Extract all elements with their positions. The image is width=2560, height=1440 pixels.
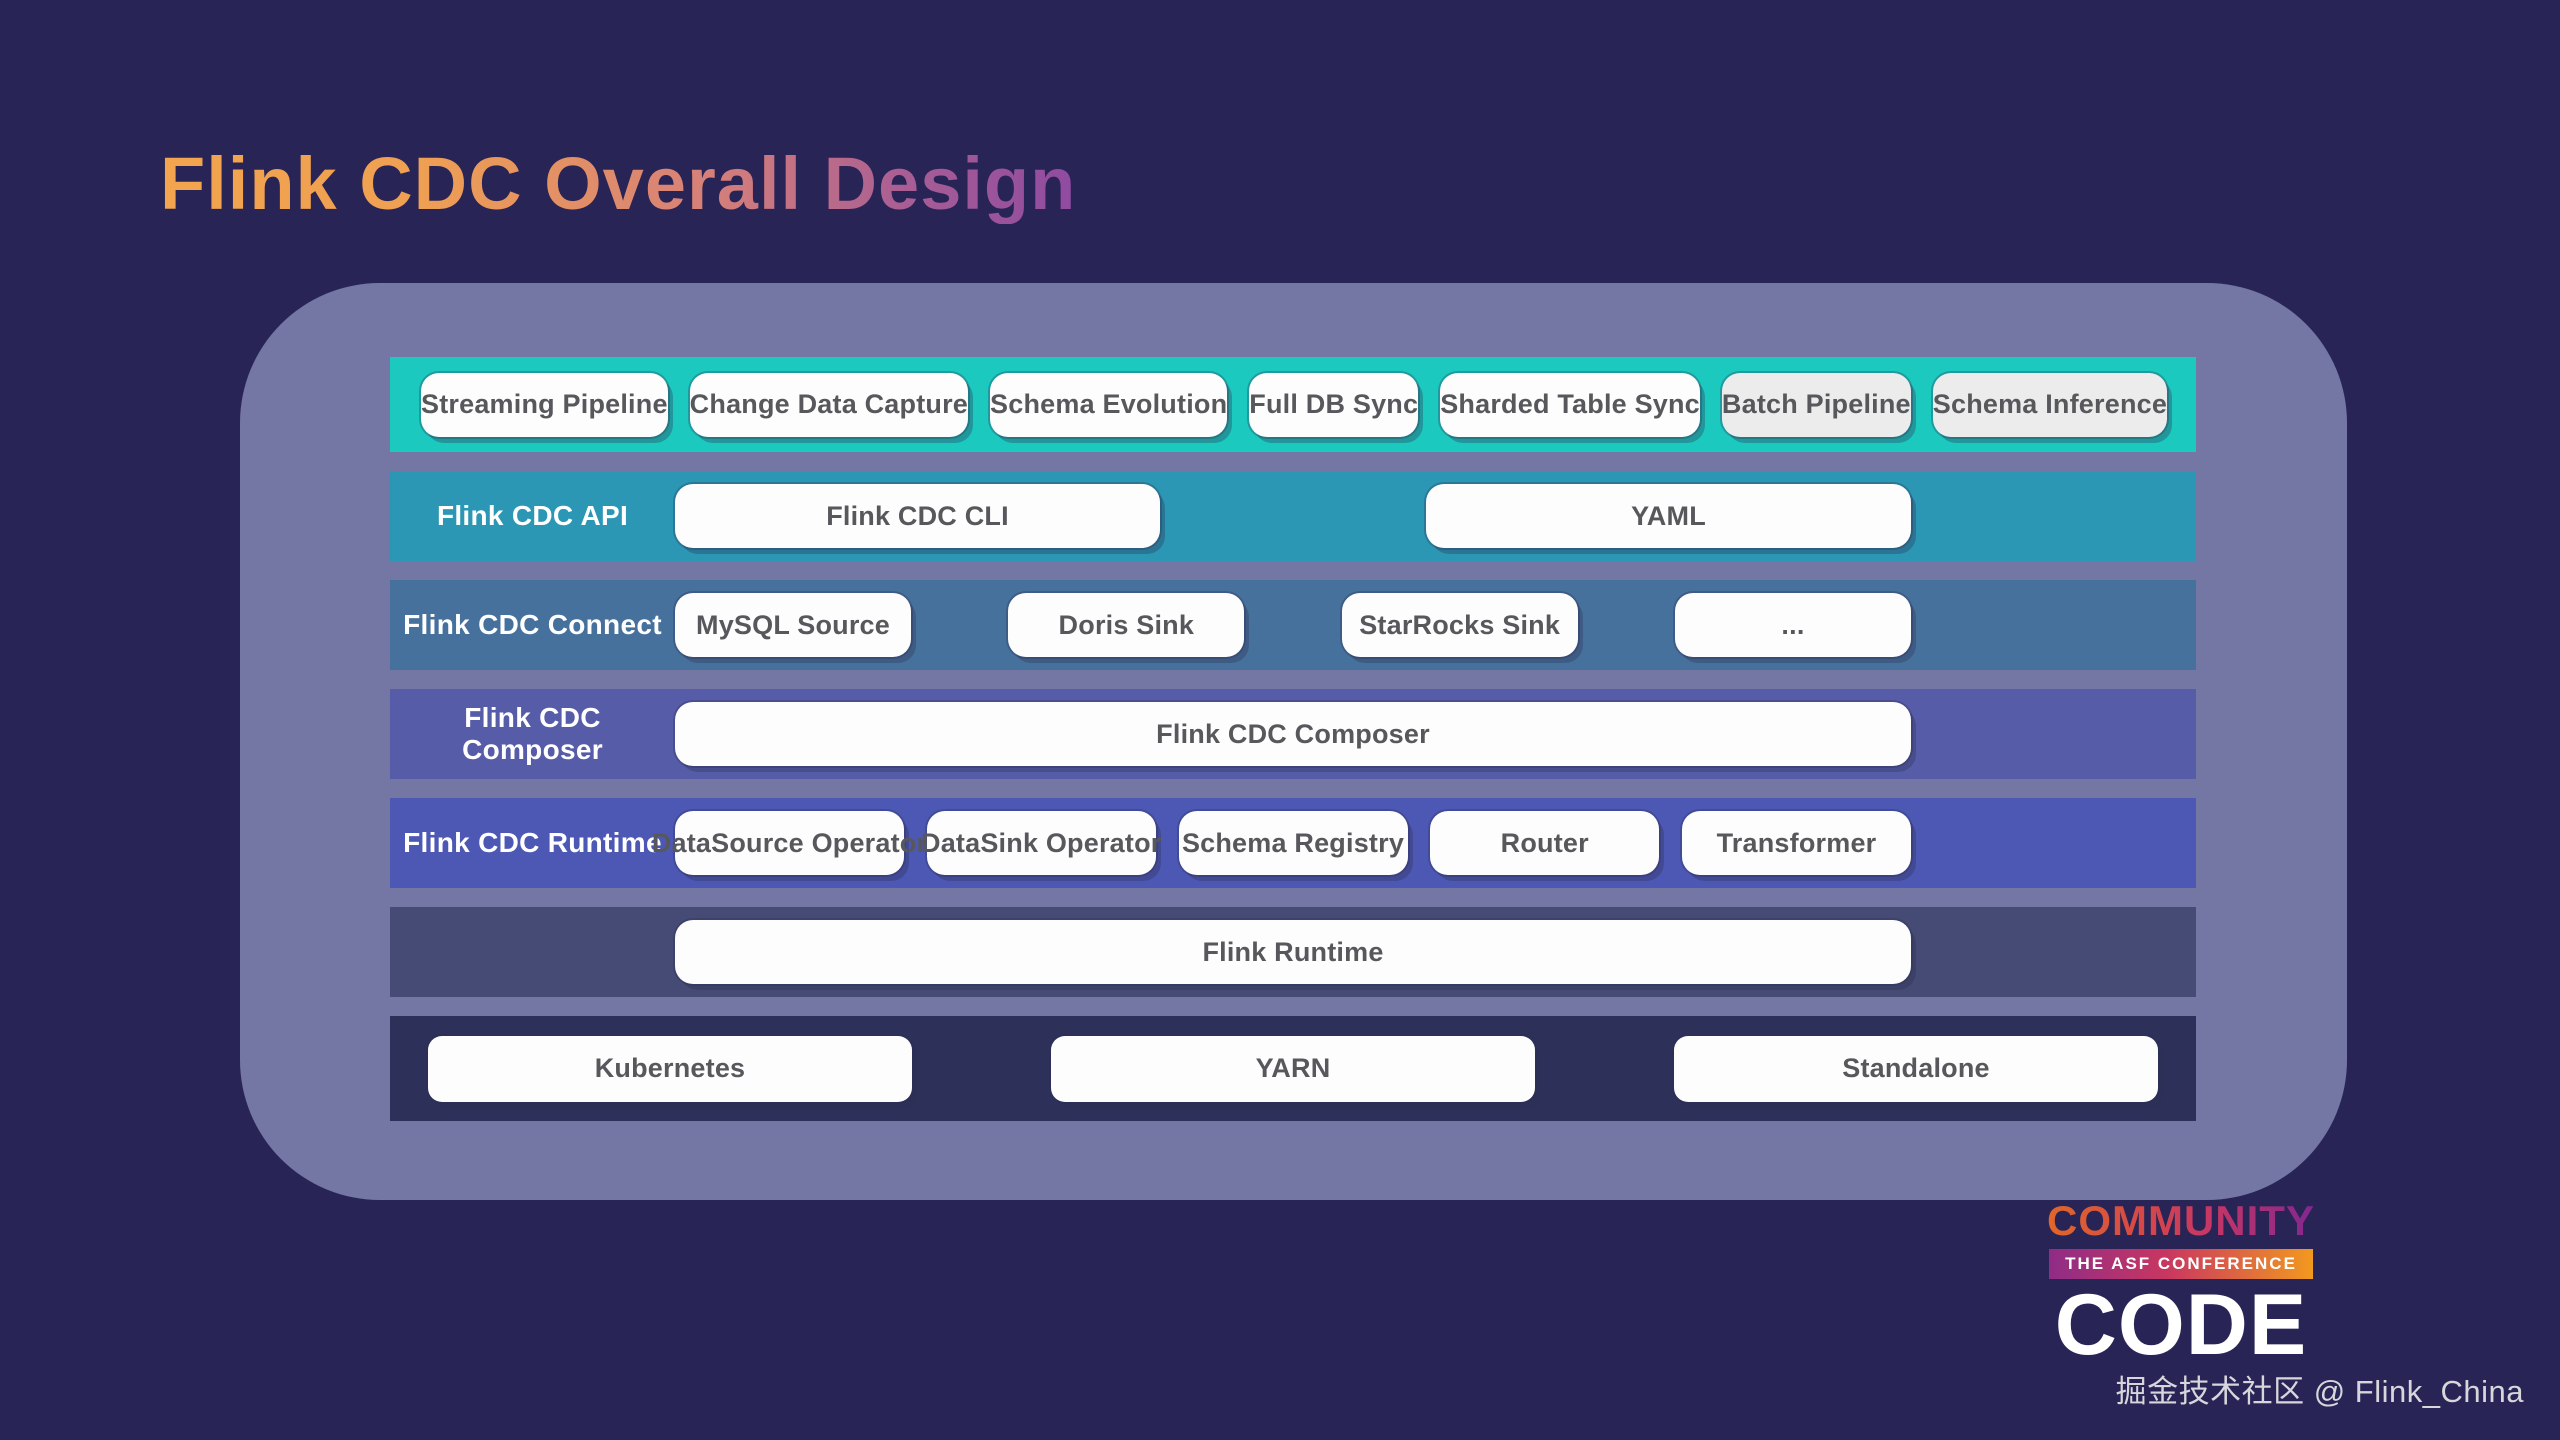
box-streaming-pipeline: Streaming Pipeline xyxy=(421,372,668,437)
box-more-connectors: ... xyxy=(1674,593,1911,657)
box-sharded-table-sync: Sharded Table Sync xyxy=(1440,372,1700,437)
box-yarn: YARN xyxy=(1051,1035,1535,1102)
community-over-code-logo: COMMUNITY THE ASF CONFERENCE CODE xyxy=(2042,1197,2320,1374)
layer-content: Flink CDC CLI YAML xyxy=(675,484,2196,548)
page-title: Flink CDC Overall Design xyxy=(160,142,1077,225)
layer-flink-cdc-connect: Flink CDC Connect MySQL Source Doris Sin… xyxy=(390,580,2196,670)
box-batch-pipeline: Batch Pipeline xyxy=(1721,372,1911,437)
box-kubernetes: Kubernetes xyxy=(428,1035,912,1102)
logo-community-text: COMMUNITY xyxy=(2047,1197,2315,1244)
box-flink-runtime: Flink Runtime xyxy=(675,920,1911,984)
layer-content: Flink Runtime xyxy=(675,920,2196,984)
layer-label-flink-cdc-runtime: Flink CDC Runtime xyxy=(403,827,662,858)
box-schema-registry: Schema Registry xyxy=(1178,811,1408,875)
box-starrocks-sink: StarRocks Sink xyxy=(1341,593,1578,657)
box-mysql-source: MySQL Source xyxy=(675,593,911,657)
architecture-panel: Streaming Pipeline Change Data Capture S… xyxy=(240,283,2347,1200)
box-standalone: Standalone xyxy=(1674,1035,2158,1102)
box-datasink-operator: DataSink Operator xyxy=(921,811,1161,875)
architecture-layers: Streaming Pipeline Change Data Capture S… xyxy=(390,357,2196,1121)
logo-asf-conference-bar: THE ASF CONFERENCE xyxy=(2049,1249,2313,1280)
box-datasource-operator: DataSource Operator xyxy=(652,811,927,875)
box-flink-cdc-composer: Flink CDC Composer xyxy=(675,702,1911,766)
layer-deployment: Kubernetes YARN Standalone xyxy=(390,1016,2196,1121)
layer-label-flink-cdc-composer: Flink CDC Composer xyxy=(462,702,603,765)
box-transformer: Transformer xyxy=(1682,811,1911,875)
box-doris-sink: Doris Sink xyxy=(1008,593,1245,657)
layer-content: MySQL Source Doris Sink StarRocks Sink .… xyxy=(675,593,2196,657)
logo-code-text: CODE xyxy=(2054,1277,2308,1374)
layer-features: Streaming Pipeline Change Data Capture S… xyxy=(390,357,2196,452)
layer-flink-runtime: Flink Runtime xyxy=(390,907,2196,997)
box-router: Router xyxy=(1430,811,1660,875)
layer-flink-cdc-composer: Flink CDC Composer Flink CDC Composer xyxy=(390,689,2196,779)
box-schema-evolution: Schema Evolution xyxy=(990,372,1228,437)
layer-flink-cdc-api: Flink CDC API Flink CDC CLI YAML xyxy=(390,471,2196,561)
box-flink-cdc-cli: Flink CDC CLI xyxy=(675,484,1160,548)
layer-content: DataSource Operator DataSink Operator Sc… xyxy=(652,811,2196,875)
layer-content: Flink CDC Composer xyxy=(675,702,2196,766)
layer-label-flink-cdc-api: Flink CDC API xyxy=(436,500,629,531)
box-full-db-sync: Full DB Sync xyxy=(1249,372,1419,437)
layer-label-flink-cdc-connect: Flink CDC Connect xyxy=(403,609,662,640)
layer-flink-cdc-runtime: Flink CDC Runtime DataSource Operator Da… xyxy=(390,798,2196,888)
watermark: 掘金技术社区 @ Flink_China xyxy=(2115,1374,2524,1409)
box-change-data-capture: Change Data Capture xyxy=(689,372,969,437)
box-schema-inference: Schema Inference xyxy=(1932,372,2168,437)
box-yaml: YAML xyxy=(1426,484,1911,548)
